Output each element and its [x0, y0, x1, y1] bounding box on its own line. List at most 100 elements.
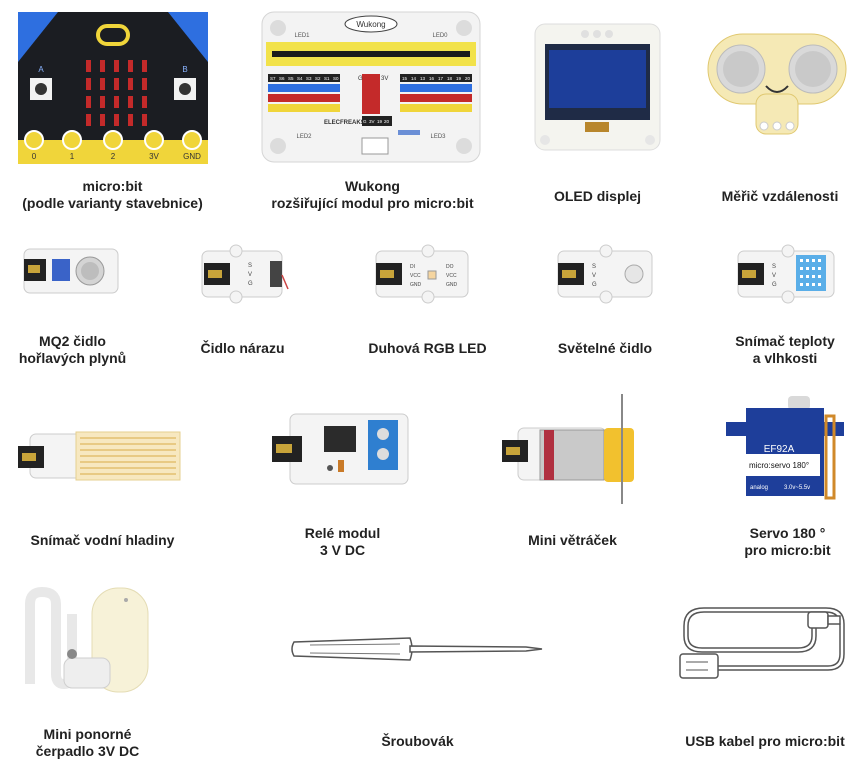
fan-image — [502, 394, 634, 504]
rgb-item: DI VCC GND DO VCC GND — [370, 241, 474, 305]
temp-pin-g: G — [772, 282, 777, 288]
oled-image — [534, 23, 661, 151]
rgb-pin-gnd2: GND — [446, 282, 458, 288]
microbit-pin-2: 2 — [111, 152, 116, 161]
screwdriver-label: Šroubovák — [345, 733, 490, 750]
wukong-led1: LED1 — [294, 33, 310, 39]
wukong-brand: ELECFREAKS — [324, 120, 365, 126]
usb-label: USB kabel pro micro:bit — [670, 733, 860, 750]
wukong-image: Wukong LED1 LED0 G 3V S7 S6 S5 S4 S3 S2 … — [261, 11, 481, 163]
mq2-item — [20, 245, 122, 297]
temp-image: S V G — [737, 244, 835, 304]
usb-image — [679, 607, 845, 679]
wukong-pin-s5: S5 — [288, 76, 294, 81]
microbit-pin-0: 0 — [32, 152, 37, 161]
temp-item: S V G — [734, 241, 838, 305]
wukong-led0: LED0 — [432, 33, 448, 39]
servo-brand: micro:servo 180° — [749, 461, 809, 470]
mq2-label-line1: MQ2 čidlo — [39, 333, 106, 349]
wukong-logo-text: Wukong — [356, 20, 385, 29]
water-label-line1: Snímač vodní hladiny — [30, 532, 175, 548]
wukong-pin-17: 17 — [438, 76, 444, 81]
light-label-line1: Světelné čidlo — [557, 340, 653, 356]
distance-item — [707, 33, 847, 139]
crash-label-line1: Čidlo nárazu — [200, 340, 285, 356]
water-label: Snímač vodní hladiny — [10, 532, 195, 549]
pump-label: Mini ponorné čerpadlo 3V DC — [15, 726, 160, 760]
wukong-bottom-20: 20 — [384, 119, 390, 124]
microbit-label: micro:bit (podle varianty stavebnice) — [5, 178, 220, 212]
relay-label-line1: Relé modul — [304, 525, 381, 541]
light-pin-g: G — [592, 282, 597, 288]
relay-label: Relé modul 3 V DC — [270, 525, 415, 559]
temp-pin-v: V — [772, 273, 776, 279]
rgb-label-line1: Duhová RGB LED — [368, 340, 487, 356]
distance-label-line1: Měřič vzdálenosti — [721, 188, 839, 204]
wukong-pin-19: 19 — [456, 76, 462, 81]
microbit-pin-3v: 3V — [149, 152, 159, 161]
pump-label-line2: čerpadlo 3V DC — [35, 743, 140, 759]
mq2-label: MQ2 čidlo hořlavých plynů — [5, 333, 140, 367]
mq2-label-line2: hořlavých plynů — [18, 350, 127, 366]
rgb-pin-vcc: VCC — [410, 273, 421, 279]
rgb-image: DI VCC GND DO VCC GND — [375, 244, 469, 304]
wukong-mid-3v: 3V — [381, 76, 388, 82]
fan-label-line1: Mini větráček — [528, 532, 617, 548]
microbit-pin-1: 1 — [70, 152, 75, 161]
pump-label-line1: Mini ponorné — [43, 726, 132, 742]
microbit-label-line1: micro:bit — [82, 178, 143, 194]
crash-image: S V G — [201, 244, 289, 304]
wukong-pin-14: 14 — [411, 76, 417, 81]
crash-item: S V G — [196, 241, 292, 305]
servo-label-line2: pro micro:bit — [744, 542, 831, 558]
pump-item — [20, 584, 150, 710]
usb-label-line1: USB kabel pro micro:bit — [685, 733, 845, 749]
oled-label: OLED displej — [530, 188, 665, 205]
water-item — [18, 428, 182, 484]
wukong-mid-g: G — [358, 76, 363, 82]
temp-label: Snímač teploty a vlhkosti — [715, 333, 855, 367]
light-pin-v: V — [592, 273, 596, 279]
wukong-pin-13: 13 — [420, 76, 426, 81]
light-image: S V G — [557, 244, 653, 304]
distance-label: Měřič vzdálenosti — [700, 188, 860, 205]
temp-label-line1: Snímač teploty — [735, 333, 835, 349]
wukong-pin-s2: S2 — [315, 76, 321, 81]
oled-item — [534, 23, 661, 151]
screwdriver-item — [290, 632, 546, 666]
fan-item — [502, 394, 642, 504]
wukong-pin-s1: S1 — [324, 76, 330, 81]
temp-pin-s: S — [772, 264, 776, 270]
servo-sub2: 3.0v~5.5v — [784, 485, 810, 491]
wukong-label: Wukong rozšiřující modul pro micro:bit — [250, 178, 495, 212]
servo-image: EF92A micro:servo 180° analog 3.0v~5.5v — [726, 396, 844, 500]
microbit-label-line2: (podle varianty stavebnice) — [22, 195, 203, 211]
relay-label-line2: 3 V DC — [319, 542, 366, 558]
water-image — [18, 431, 181, 481]
servo-label: Servo 180 ° pro micro:bit — [715, 525, 860, 559]
microbit-button-a: A — [38, 65, 44, 74]
screwdriver-label-line1: Šroubovák — [381, 733, 454, 749]
wukong-pin-16: 16 — [429, 76, 435, 81]
screwdriver-image — [291, 637, 543, 661]
usb-item — [678, 596, 854, 696]
crash-pin-s: S — [248, 263, 252, 269]
relay-image — [272, 413, 409, 485]
microbit-item: 0 1 2 3V GND A B — [18, 12, 208, 164]
fan-label: Mini větráček — [500, 532, 645, 549]
pump-image — [25, 587, 149, 693]
servo-model: EF92A — [764, 444, 795, 455]
rgb-pin-di: DI — [410, 264, 415, 270]
mq2-image — [23, 248, 119, 294]
light-label: Světelné čidlo — [540, 340, 670, 357]
wukong-item: Wukong LED1 LED0 G 3V S7 S6 S5 S4 S3 S2 … — [261, 11, 481, 163]
wukong-pin-s3: S3 — [306, 76, 312, 81]
crash-label: Čidlo nárazu — [180, 340, 305, 357]
temp-label-line2: a vlhkosti — [752, 350, 818, 366]
wukong-bottom-g: G — [363, 119, 367, 124]
wukong-label-line2: rozšiřující modul pro micro:bit — [271, 195, 474, 211]
microbit-button-b: B — [182, 65, 187, 74]
rgb-pin-gnd: GND — [410, 282, 422, 288]
wukong-bottom-3v: 3V — [369, 119, 375, 124]
rgb-pin-do: DO — [446, 264, 454, 270]
